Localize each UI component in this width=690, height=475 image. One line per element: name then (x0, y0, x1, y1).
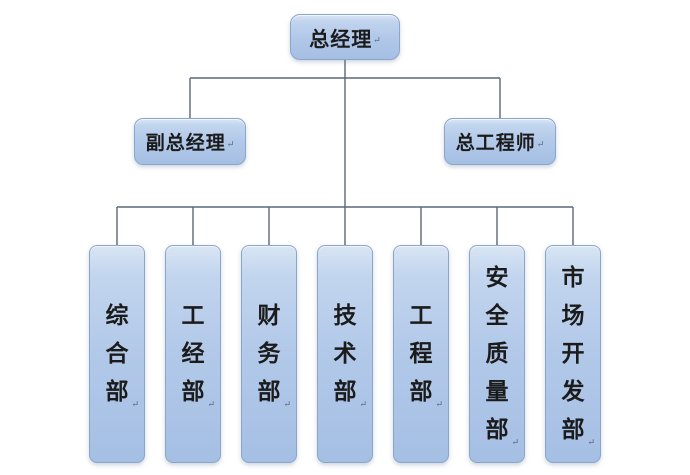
org-box-label: 总经理 (309, 28, 373, 51)
org-box-label: 总工程师 (455, 133, 536, 154)
dept-box-technology: 技术部 ↵ (317, 245, 373, 463)
paragraph-mark: ↵ (226, 139, 235, 149)
paragraph-mark: ↵ (373, 34, 381, 45)
paragraph-mark: ↵ (435, 399, 443, 409)
dept-box-label: 技术部 (333, 303, 357, 404)
dept-box-engineering-economics: 工经部 ↵ (165, 245, 221, 463)
dept-box-label: 财务部 (257, 303, 281, 404)
dept-box-engineering: 工程部 ↵ (393, 245, 449, 463)
paragraph-mark: ↵ (131, 399, 139, 409)
paragraph-mark: ↵ (207, 399, 215, 409)
dept-box-label: 综合部 (105, 303, 129, 404)
org-box-deputy-general-manager: 副总经理↵ (134, 118, 246, 165)
dept-box-market-development: 市场开发部 ↵ (545, 245, 601, 463)
dept-box-label: 市场开发部 (561, 265, 585, 442)
dept-box-label: 工程部 (409, 303, 433, 404)
paragraph-mark: ↵ (587, 437, 595, 447)
dept-box-safety-quality: 安全质量部 ↵ (469, 245, 525, 463)
org-box-general-manager: 总经理↵ (290, 14, 400, 60)
org-box-label: 副总经理 (145, 133, 226, 154)
dept-box-label: 安全质量部 (485, 265, 509, 442)
paragraph-mark: ↵ (283, 399, 291, 409)
dept-box-finance: 财务部 ↵ (241, 245, 297, 463)
paragraph-mark: ↵ (359, 399, 367, 409)
dept-box-label: 工经部 (181, 303, 205, 404)
paragraph-mark: ↵ (511, 437, 519, 447)
dept-box-comprehensive: 综合部 ↵ (89, 245, 145, 463)
paragraph-mark: ↵ (536, 139, 545, 149)
org-box-chief-engineer: 总工程师↵ (444, 118, 556, 165)
